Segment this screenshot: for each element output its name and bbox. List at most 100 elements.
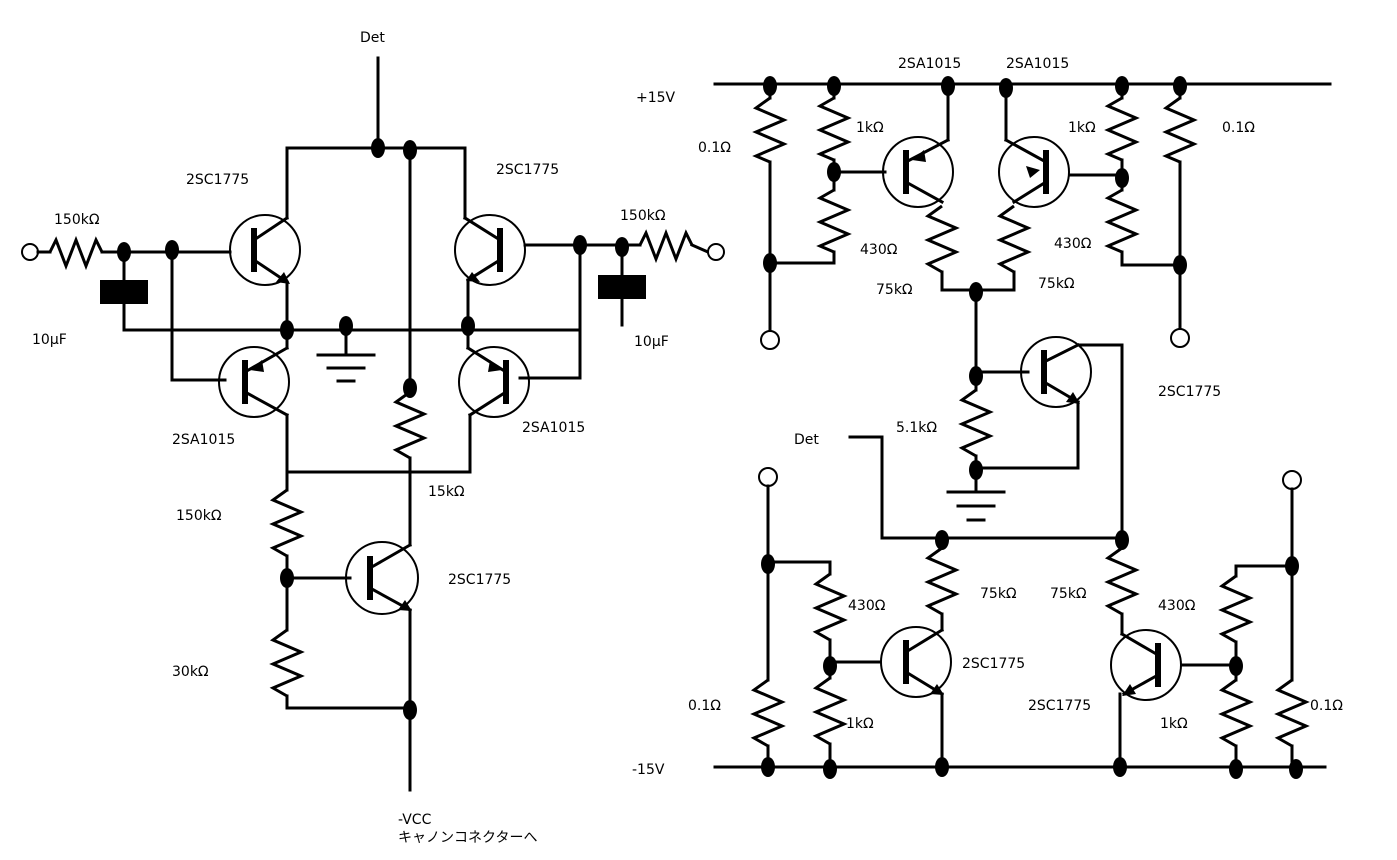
label-r1k-tr: 1kΩ [1068,120,1096,136]
junction [117,242,131,262]
output-terminal-tl [760,330,780,350]
emitter-arrow [912,150,926,162]
label-q6: 2SA1015 [898,56,961,72]
transistor-q10 [1110,629,1182,701]
label-r75k-bl: 75kΩ [980,586,1017,602]
label-r1k-br: 1kΩ [1160,716,1188,732]
label-r51k: 5.1kΩ [896,420,937,436]
junction [573,235,587,255]
junction [371,138,385,158]
input-terminal-left [21,243,39,261]
junction [1115,168,1129,188]
resistor-1k-tl [816,96,852,162]
resistor-1k-bl [812,676,848,746]
junction [823,656,837,676]
label-q2: 2SC1775 [496,162,559,178]
resistor-430-br [1218,574,1254,644]
resistor-430-tr [1104,188,1140,254]
junction [403,140,417,160]
wire [1041,342,1081,365]
resistor-430-bl [812,572,848,642]
capacitor-right [598,275,646,299]
label-r-15k: 15kΩ [428,484,465,500]
label-r75k-br: 75kΩ [1050,586,1087,602]
resistor-0.1-br [1274,678,1310,748]
label-det-left: Det [360,30,385,46]
label-q4: 2SA1015 [522,420,585,436]
junction [403,378,417,398]
label-r-in-right: 150kΩ [620,208,666,224]
junction [941,76,955,96]
label-r01-bl: 0.1Ω [688,698,721,714]
resistor-0.1-tr [1162,96,1198,164]
label-c-right: 10μF [634,334,669,350]
resistor-75k-bl [924,546,960,616]
transistor-q2 [454,214,526,286]
emitter-arrow [488,360,502,372]
transistor-q8 [1020,336,1092,408]
label-r01-br: 0.1Ω [1310,698,1343,714]
label-minus15: -15V [632,762,665,778]
resistor-75k-tr [996,204,1032,274]
output-terminal-br [1282,470,1302,490]
resistor-150k-left [48,235,104,271]
label-r75k-tl: 75kΩ [876,282,913,298]
label-q3: 2SA1015 [172,432,235,448]
label-r430-br: 430Ω [1158,598,1196,614]
label-r-150k-bias: 150kΩ [176,508,222,524]
resistor-0.1-tl [752,96,788,164]
wire [467,389,509,418]
label-r-in-left: 150kΩ [54,212,100,228]
input-terminal-right [707,243,725,261]
label-plus15: +15V [636,90,676,106]
junction [1285,556,1299,576]
transistor-q4 [458,346,530,418]
junction [403,700,417,720]
right-circuit [713,76,1332,779]
resistor-1k-tr [1104,96,1140,162]
wire [462,215,503,243]
junction [761,554,775,574]
emitter-arrow [250,360,264,372]
resistor-75k-tl [924,204,960,274]
label-vcc: -VCC [398,812,432,828]
label-q8: 2SC1775 [1158,384,1221,400]
wire [690,243,710,254]
junction [1289,759,1303,779]
junction [1113,757,1127,777]
junction [1173,255,1187,275]
resistor-15k [392,390,428,460]
wire [1003,137,1049,165]
resistor-1k-br [1218,678,1254,748]
emitter-arrow [1026,166,1040,178]
junction [969,282,983,302]
junction [280,568,294,588]
emitter-arrow [398,600,412,611]
transistor-q7 [998,136,1070,208]
wire [903,627,945,655]
junction [615,237,629,257]
label-q7: 2SA1015 [1006,56,1069,72]
label-r1k-tl: 1kΩ [856,120,884,136]
label-q5: 2SC1775 [448,572,511,588]
junction [969,460,983,480]
wire [903,137,951,165]
wire [242,389,290,418]
wire [903,179,945,205]
label-r430-tr: 430Ω [1054,236,1092,252]
junction [761,757,775,777]
resistor-30k [269,628,305,698]
emitter-arrow [930,684,944,695]
transistor-q5 [345,541,419,615]
transistor-q9 [880,626,952,698]
label-c-left: 10μF [32,332,67,348]
emitter-arrow [1122,684,1136,696]
resistor-150k-right [638,228,694,264]
wire [367,542,413,571]
left-circuit [21,56,725,792]
junction [1173,76,1187,96]
junction [823,759,837,779]
label-r1k-bl: 1kΩ [846,716,874,732]
junction [969,366,983,386]
